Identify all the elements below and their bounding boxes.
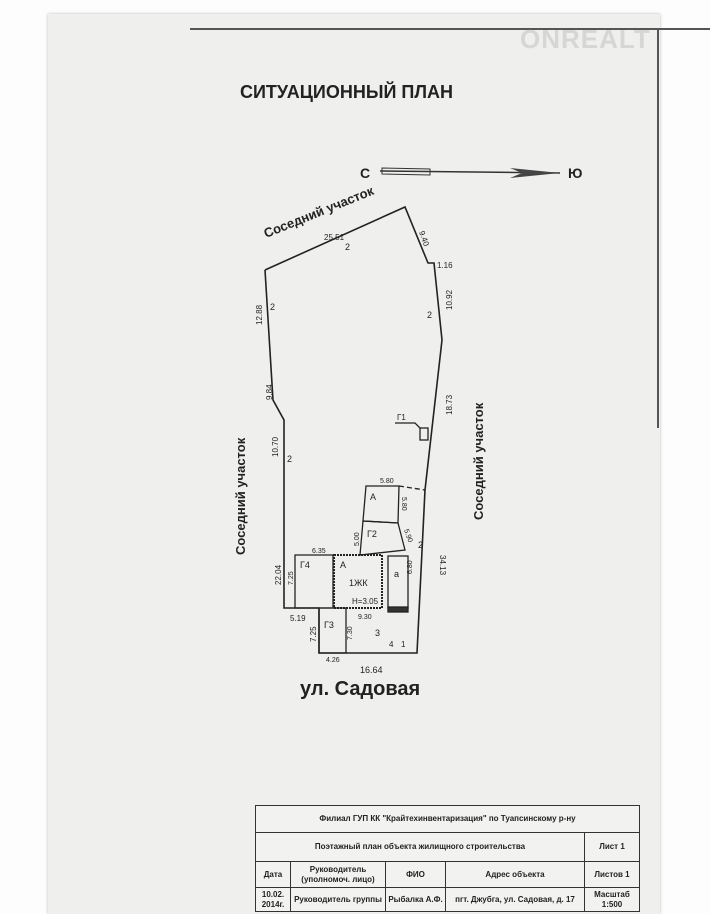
- plot-label: 2: [270, 302, 275, 312]
- compass-north: С: [360, 165, 370, 181]
- dimension-label: 16.64: [360, 665, 383, 675]
- building-label: А: [340, 560, 346, 570]
- neighbor-label-left: Соседний участок: [233, 437, 248, 555]
- sheet-number: Лист 1: [584, 832, 640, 862]
- document-paper: [48, 14, 660, 914]
- dimension-label: 5.00: [354, 532, 361, 546]
- plot-boundary: [264, 205, 443, 654]
- compass-south: Ю: [568, 165, 582, 181]
- dimension-label: 10.92: [445, 289, 454, 310]
- head-value: Руководитель группы: [290, 887, 386, 912]
- dimension-label: 7.25: [309, 626, 318, 642]
- neighbor-label-top: Соседний участок: [262, 183, 377, 241]
- building-label: А: [370, 492, 376, 502]
- building-label: Г2: [367, 529, 377, 539]
- dimension-label: 4.26: [326, 657, 340, 664]
- dimension-label: 9.30: [358, 614, 372, 621]
- sheets-count: Листов 1: [584, 861, 640, 888]
- dimension-label: 25.51: [324, 233, 345, 242]
- dimension-label: 1.16: [437, 261, 453, 270]
- building-label: 4: [389, 640, 394, 649]
- header-date: Дата: [255, 861, 291, 888]
- dimension-label: 6.80: [407, 560, 414, 574]
- dimension-label: 5.90: [402, 528, 413, 543]
- header-name: ФИО: [385, 861, 446, 888]
- header-address: Адрес объекта: [445, 861, 585, 888]
- watermark: ONREALT: [520, 24, 651, 54]
- name-value: Рыбалка А.Ф.: [385, 887, 446, 912]
- dimension-label: 34.13: [438, 555, 447, 576]
- dimension-label: 18.73: [445, 394, 454, 415]
- plot-label: 2: [287, 454, 292, 464]
- building-label: 1: [401, 640, 406, 649]
- dimension-label: 10.70: [271, 436, 280, 457]
- dimension-label: H=3.05: [352, 597, 379, 606]
- dimension-label: 22.04: [274, 564, 283, 585]
- frame-line: [190, 28, 710, 30]
- dimension-label: 5.19: [290, 614, 306, 623]
- dimension-label: 12.88: [255, 304, 264, 325]
- buildings: [294, 422, 429, 654]
- organization: Филиал ГУП КК "Крайтехинвентаризация" по…: [255, 805, 640, 833]
- frame-line: [657, 28, 659, 428]
- building-label: 3: [375, 628, 380, 638]
- building-label: а: [394, 569, 399, 579]
- dimension-label: 7.25: [288, 571, 295, 585]
- dimension-label: 9.40: [417, 230, 431, 248]
- building-label: Г3: [324, 620, 334, 630]
- dimension-label: 5.80: [400, 497, 407, 511]
- dimension-label: 9.84: [265, 384, 274, 400]
- building-label: Г4: [300, 560, 310, 570]
- street-name: ул. Садовая: [300, 678, 421, 700]
- document-name: Поэтажный план объекта жилищного строите…: [255, 832, 585, 862]
- address-value: пгт. Джубга, ул. Садовая, д. 17: [445, 887, 585, 912]
- scale-value: Масштаб 1:500: [584, 887, 640, 912]
- plot-label: 2: [427, 310, 432, 320]
- plot-label: 2: [345, 242, 350, 252]
- date-value: 10.02. 2014г.: [255, 887, 291, 912]
- header-head: Руководитель (уполномоч. лицо): [290, 861, 386, 888]
- dimension-label: 6.35: [312, 548, 326, 555]
- title-block: Филиал ГУП КК "Крайтехинвентаризация" по…: [255, 805, 640, 912]
- plot-label: 2: [418, 540, 423, 550]
- north-south-arrow: [379, 167, 561, 178]
- building-label: Г1: [397, 413, 406, 422]
- page-title: СИТУАЦИОННЫЙ ПЛАН: [240, 82, 453, 102]
- dimension-label: 7.30: [347, 626, 354, 640]
- building-label: 1ЖК: [349, 578, 368, 588]
- neighbor-label-right: Соседний участок: [471, 402, 486, 520]
- dimension-label: 5.80: [380, 478, 394, 485]
